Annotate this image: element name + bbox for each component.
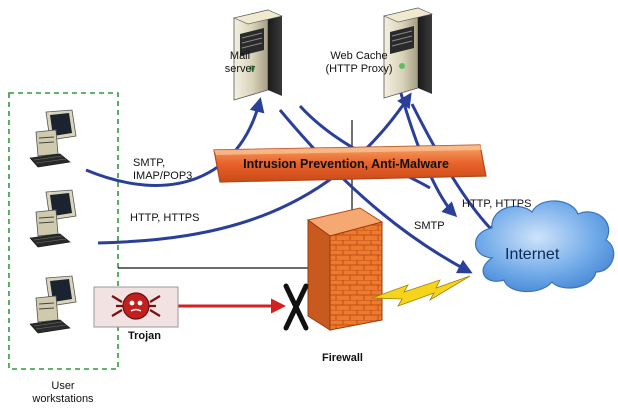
smtp-imap-label: SMTP, IMAP/POP3	[133, 157, 193, 182]
trojan-label: Trojan	[128, 330, 162, 342]
blocked-x-icon	[283, 283, 309, 331]
http-https-internet-label: HTTP, HTTPS	[462, 198, 532, 210]
arrow-ws-to-mail	[85, 97, 265, 187]
firewall-label: Firewall	[322, 352, 363, 364]
smtp-internet-label: SMTP	[414, 220, 445, 232]
user-workstations-label: User workstations	[32, 380, 94, 405]
workstation-icon	[29, 189, 77, 248]
internet-cloud-icon	[475, 200, 615, 293]
web-cache-label: Web Cache (HTTP Proxy)	[325, 50, 393, 75]
lightning-link-icon	[371, 275, 471, 307]
mail-server-label: Mail server	[224, 50, 256, 75]
http-https-ws-label: HTTP, HTTPS	[130, 212, 200, 224]
firewall-icon	[306, 207, 384, 331]
arrow-ws-to-webcache	[97, 92, 412, 245]
workstation-icon	[29, 109, 77, 168]
arrow-webcache-to-internet	[410, 103, 501, 239]
trojan-bug-icon	[111, 292, 161, 320]
workstation-group-border	[8, 92, 119, 370]
workstation-icon	[29, 275, 77, 334]
internet-label: Internet	[505, 246, 560, 263]
ips-label: Intrusion Prevention, Anti-Malware	[243, 157, 449, 171]
arrow-mail-to-internet	[278, 109, 473, 274]
